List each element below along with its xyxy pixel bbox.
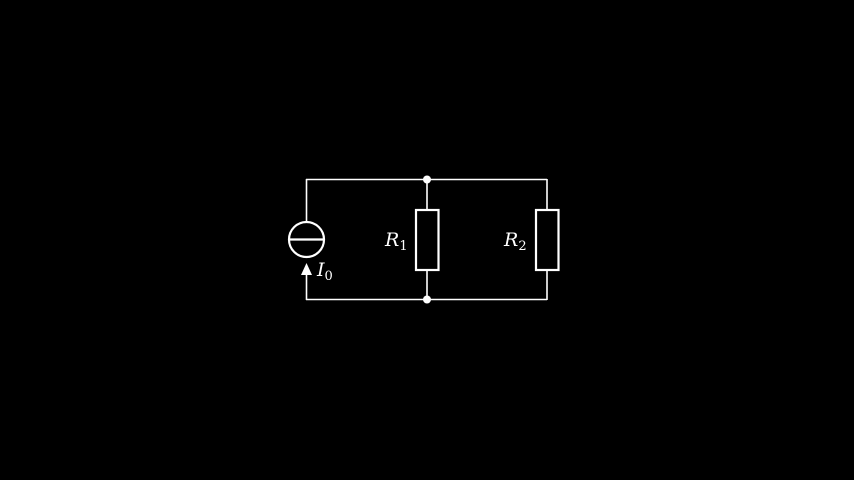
junction-node-top xyxy=(423,175,431,184)
label-r1: R1 xyxy=(384,229,408,254)
label-r2: R2 xyxy=(503,229,527,254)
resistor-r1 xyxy=(414,208,440,272)
current-direction-arrow-icon xyxy=(301,263,312,275)
current-source xyxy=(287,220,326,275)
label-i0: I0 xyxy=(316,259,333,284)
resistor-r2 xyxy=(534,208,560,272)
junction-node-bottom xyxy=(423,295,431,304)
